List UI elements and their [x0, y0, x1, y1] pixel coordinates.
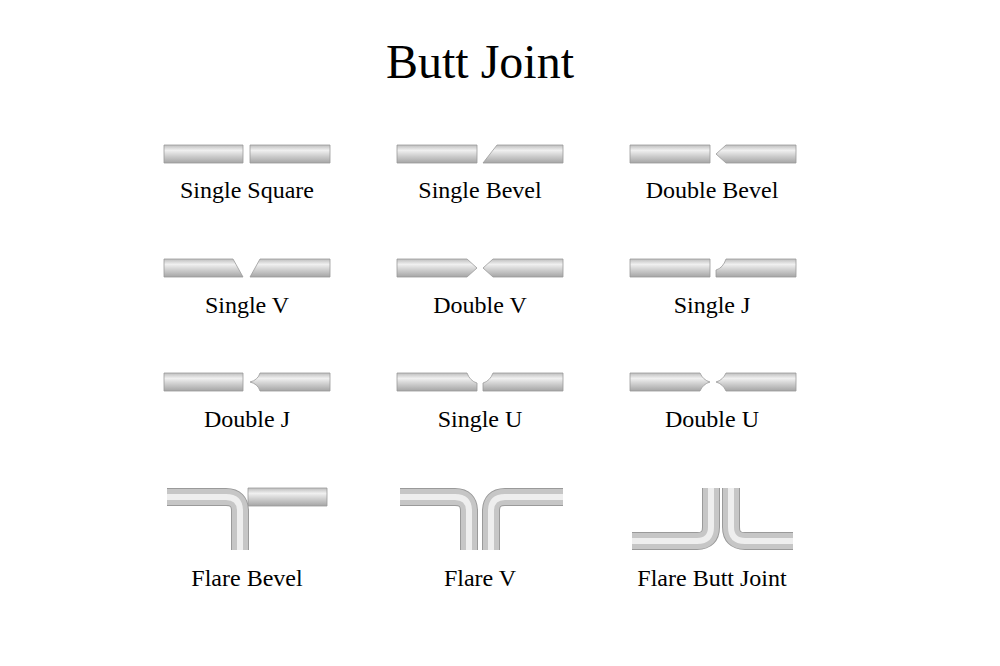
joint-label: Double J — [204, 407, 290, 431]
plates — [164, 145, 796, 506]
joint-label: Single U — [438, 407, 523, 431]
flare-plates — [167, 488, 793, 550]
joint-label: Single Bevel — [418, 178, 541, 202]
joint-label: Double V — [433, 293, 527, 317]
joint-label: Single J — [674, 293, 751, 317]
joint-label: Double Bevel — [646, 178, 779, 202]
joint-label: Flare Butt Joint — [637, 566, 786, 590]
joint-label: Single Square — [180, 178, 314, 202]
joint-label: Single V — [205, 293, 289, 317]
joint-label: Double U — [665, 407, 759, 431]
joint-label: Flare V — [444, 566, 516, 590]
joint-label: Flare Bevel — [191, 566, 302, 590]
diagram-title: Butt Joint — [386, 38, 574, 86]
